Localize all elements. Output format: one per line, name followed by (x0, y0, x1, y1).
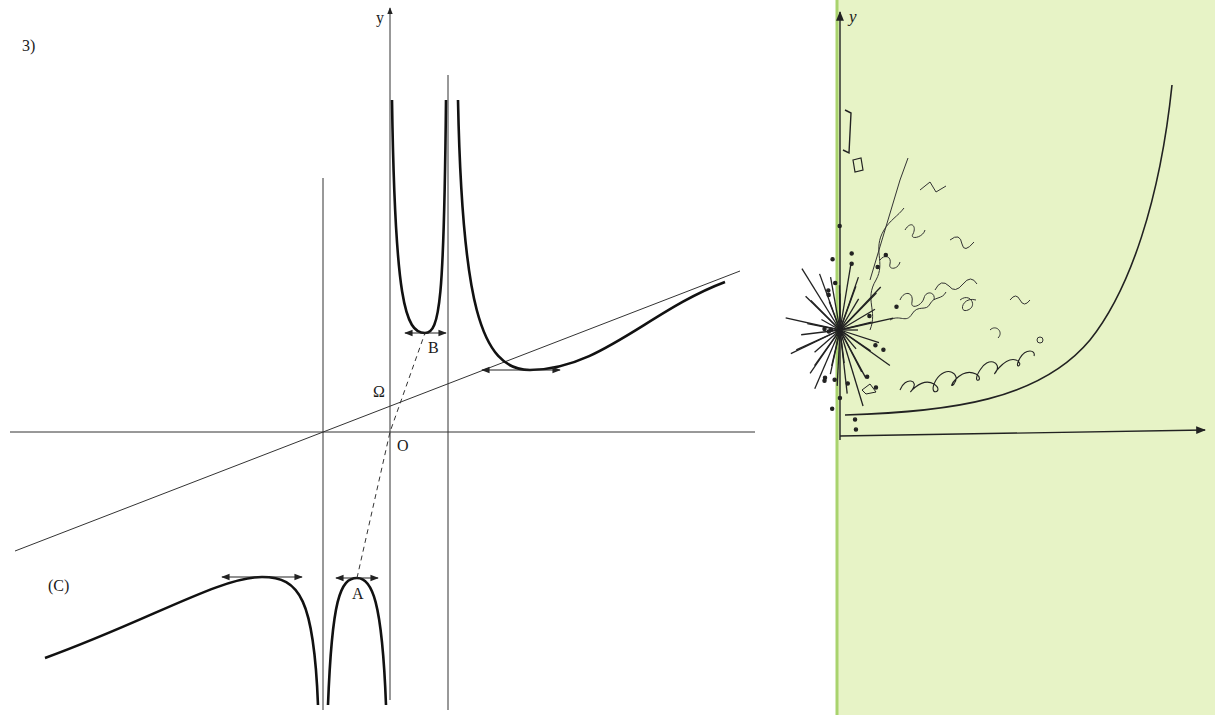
burst-dot (850, 262, 853, 265)
burst-dot (882, 348, 885, 351)
green-panel (836, 0, 1215, 715)
burst-ray (815, 330, 840, 389)
burst-dot (838, 224, 841, 227)
burst-dot (868, 314, 871, 317)
curve-c (45, 100, 725, 705)
scribble (880, 257, 900, 269)
burst-ray (840, 277, 858, 330)
point-label: Ω (372, 384, 386, 400)
burst-dot (874, 344, 877, 347)
burst-dot (827, 293, 830, 296)
scribble (870, 158, 908, 280)
burst-dot (854, 428, 857, 431)
burst-ray (839, 285, 841, 330)
scribble (960, 298, 976, 311)
burst-dot (895, 305, 898, 308)
scribble (1010, 296, 1030, 304)
scribble (890, 292, 946, 320)
burst-dot (823, 379, 826, 382)
burst-ray (820, 274, 840, 330)
burst-dot (831, 407, 834, 410)
burst-dot (833, 378, 836, 381)
burst-dot (846, 382, 849, 385)
scribble (870, 208, 904, 330)
tangent-arrows (222, 333, 560, 578)
burst-ray (840, 318, 893, 330)
burst-dot (866, 375, 869, 378)
point-label: A (351, 586, 365, 602)
burst-dot (838, 396, 841, 399)
burst-dot (823, 327, 826, 330)
point-label: O (396, 438, 410, 454)
burst-ray (840, 287, 881, 330)
point-label: B (427, 340, 440, 356)
scribble (950, 237, 974, 249)
burst-ray (840, 330, 863, 406)
burst-ray (840, 330, 890, 366)
burst-dot (831, 258, 834, 261)
burst-ray (840, 309, 875, 330)
burst-dot (850, 252, 853, 255)
explosion (786, 224, 898, 431)
scribble (990, 328, 1000, 338)
scribble (900, 293, 934, 306)
axis-label: y (849, 8, 857, 25)
cartoon-graph (840, 12, 1205, 440)
axes (10, 8, 755, 710)
scribbles (870, 158, 1043, 343)
burst-ray (802, 269, 840, 330)
scribble (920, 182, 946, 192)
scribble (935, 279, 977, 290)
figure-number: 3) (22, 38, 35, 54)
curve-label: (C) (48, 578, 69, 594)
burst-dot (834, 281, 837, 284)
burst-dot (876, 265, 879, 268)
burst-dot (884, 253, 887, 256)
axis-label: y (376, 10, 384, 26)
scribble-dot (1037, 337, 1043, 343)
burst-dot (827, 330, 830, 333)
scribble (905, 225, 925, 238)
burst-ray (801, 330, 840, 335)
burst-dot (853, 418, 856, 421)
burst-dot (874, 386, 877, 389)
burst-dot (827, 289, 830, 292)
burst-ray (796, 330, 840, 350)
burst-ray (791, 330, 840, 354)
burst-ray (831, 277, 840, 330)
symmetry-line (357, 333, 425, 578)
burst-ray (840, 293, 876, 330)
